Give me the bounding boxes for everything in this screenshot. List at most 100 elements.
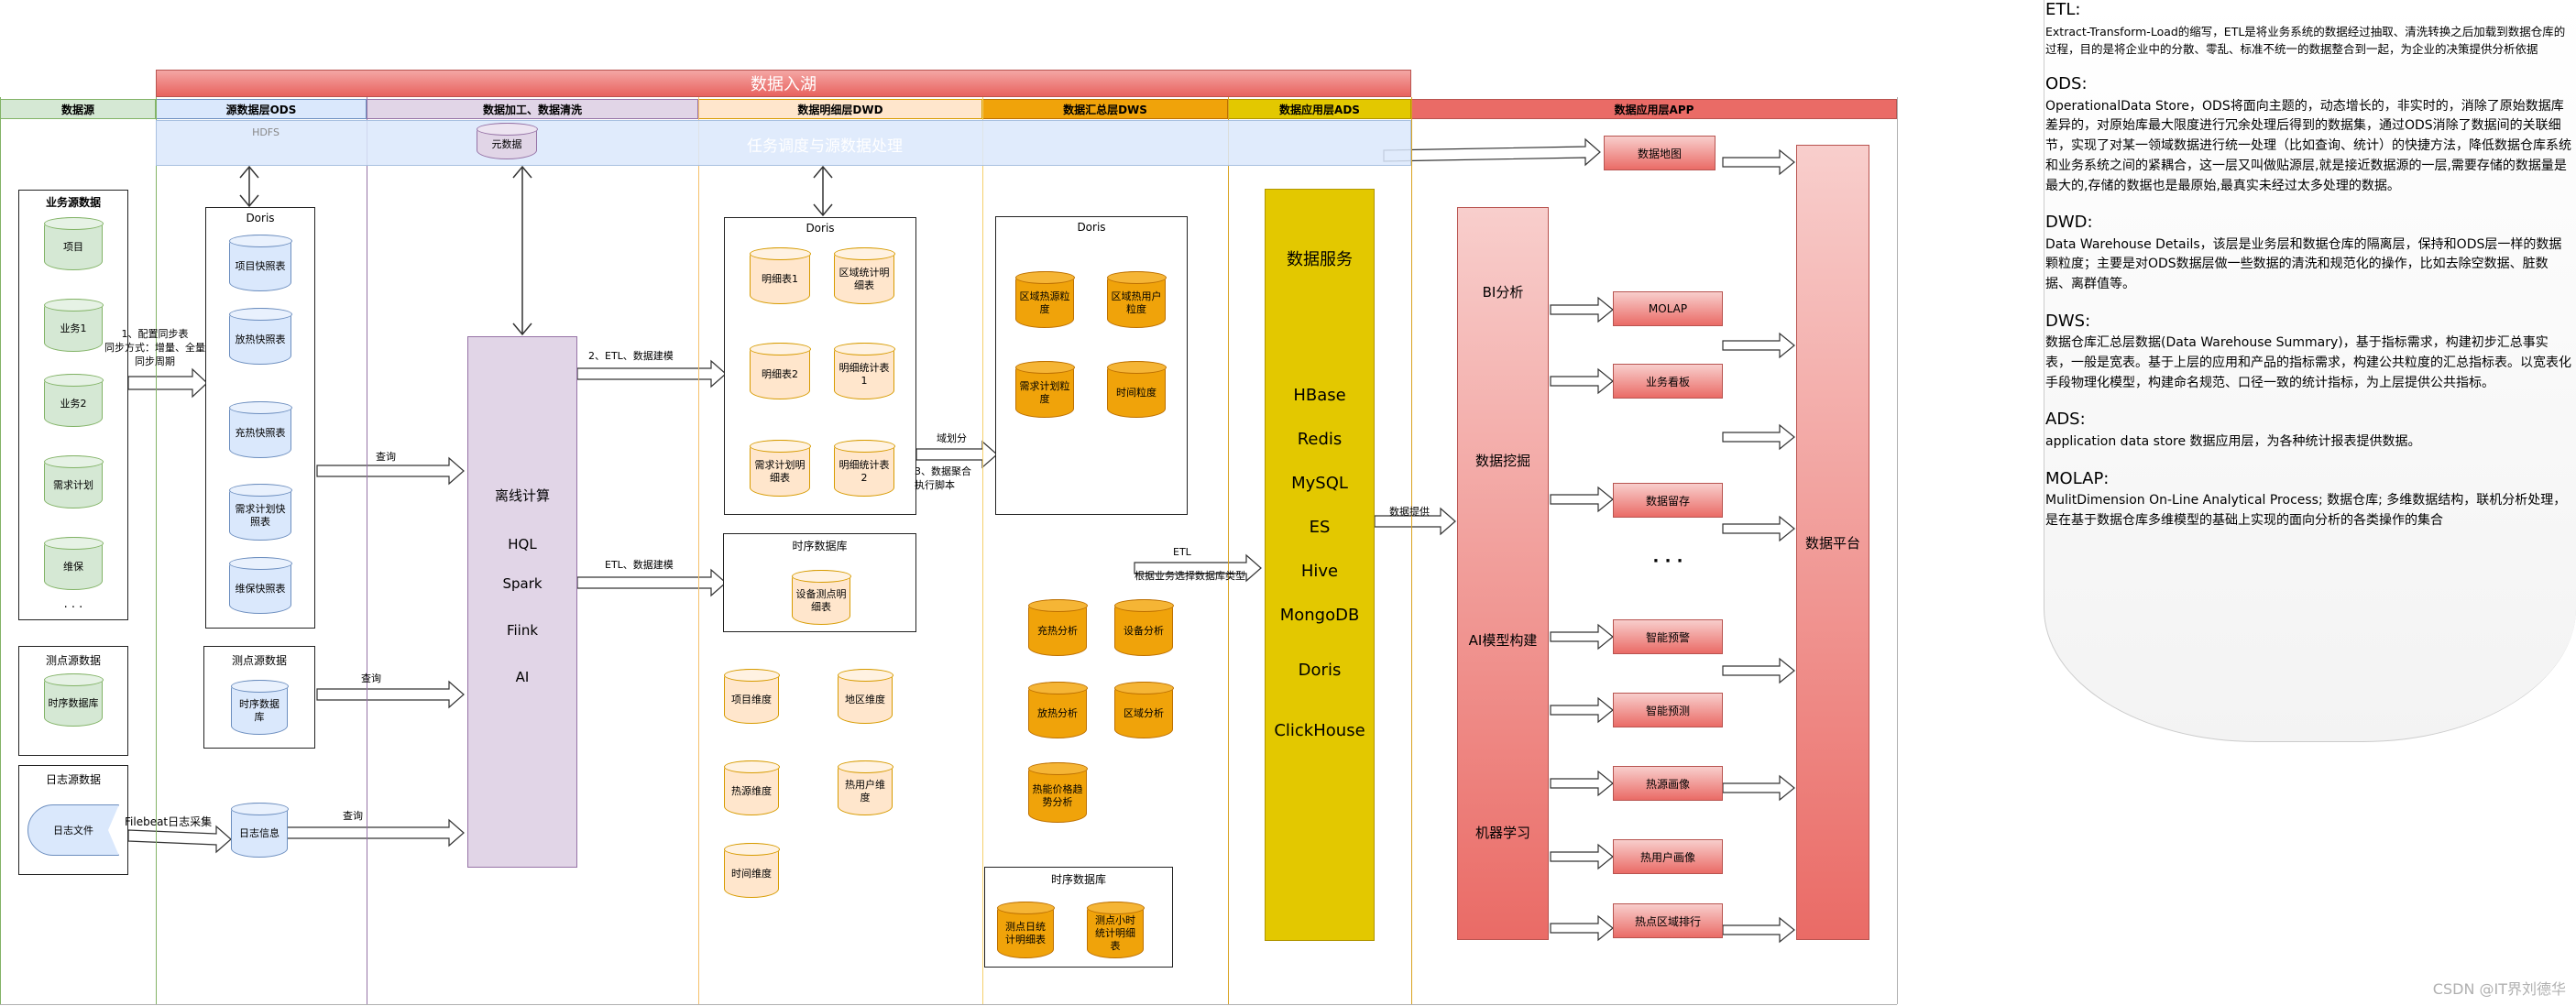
- query3-arrow: [285, 818, 465, 847]
- ods-item-maintenance: 维保快照表: [228, 556, 292, 614]
- data-service-title: 数据服务: [1287, 250, 1353, 269]
- dws-point-hourly: 测点小时统计明细表: [1086, 901, 1145, 958]
- ml-user-arrow: [1550, 843, 1614, 870]
- dwd-detail2: 明细表2: [749, 342, 811, 399]
- analysis-release: 放热分析: [1027, 681, 1088, 738]
- etl-note-label: 根据业务选择数据库类型: [1135, 570, 1245, 582]
- ods-doris-title: Doris: [246, 212, 275, 224]
- definitions-panel: [2044, 0, 2576, 742]
- etl-ads-arrow: [1134, 553, 1262, 583]
- def-molap: MOLAP: MulitDimension On-Line Analytical…: [2045, 468, 2567, 528]
- scheduler-bar: [156, 120, 1411, 166]
- col-divider: [982, 97, 983, 1004]
- def-dwd: DWD: Data Warehouse Details，该层是业务层和数据仓库的…: [2045, 213, 2562, 292]
- output-molap: MOLAP: [1613, 291, 1723, 326]
- filebeat-label: Filebeat日志采集: [125, 815, 213, 828]
- dws-timeseries-title: 时序数据库: [1050, 873, 1106, 886]
- ai-warn-arrow: [1550, 623, 1614, 651]
- col-divider: [156, 97, 157, 1004]
- data-service-box: 数据服务 HBase Redis MySQL ES Hive MongoDB D…: [1265, 189, 1375, 941]
- p2: [1722, 332, 1795, 359]
- dim-heat-user: 热用户维度: [837, 760, 893, 815]
- dim-heat-source: 热源维度: [723, 760, 780, 815]
- ods-item-demand: 需求计划快照表: [228, 483, 292, 541]
- dws-doris-title: Doris: [1077, 221, 1106, 234]
- source-timeseries-db: 时序数据库: [43, 672, 104, 727]
- mine-retain-arrow: [1550, 486, 1614, 513]
- output-hot-region-rank: 热点区域排行: [1613, 903, 1723, 938]
- output-heat-source-portrait: 热源画像: [1613, 766, 1723, 801]
- data-lake-title: 数据入湖: [751, 75, 817, 94]
- def-ads: ADS: application data store 数据应用层，为各种统计报…: [2045, 410, 2421, 449]
- source-item-maintenance: 维保: [43, 536, 104, 590]
- analysis-price-trend: 热能价格趋势分析: [1027, 761, 1088, 823]
- dwd-device-point: 设备测点明细表: [791, 569, 851, 625]
- bi-molap-arrow: [1550, 296, 1614, 323]
- dwd-demand-detail: 需求计划明细表: [749, 439, 811, 497]
- ods-points-title: 测点源数据: [231, 654, 287, 667]
- compute-hql: HQL: [508, 536, 537, 552]
- p1: [1722, 148, 1795, 176]
- etl2-arrow: [576, 568, 727, 597]
- output-data-retention: 数据留存: [1613, 483, 1723, 518]
- watermark: CSDN @IT界刘德华: [2432, 980, 2566, 998]
- def-dws: DWS: 数据仓库汇总层数据(Data Warehouse Summary)，基…: [2045, 311, 2571, 390]
- dwd-timeseries-title: 时序数据库: [792, 540, 848, 552]
- ods-hdfs-double-arrow: [239, 165, 259, 208]
- etl-label: ETL: [1173, 546, 1191, 558]
- log-file-shape: 日志文件: [27, 804, 119, 856]
- col-header-dws: 数据汇总层DWS: [982, 99, 1228, 119]
- dwd-detail1: 明细表1: [749, 246, 811, 304]
- domain-label: 域划分: [937, 432, 967, 444]
- output-data-map: 数据地图: [1604, 136, 1716, 170]
- col-header-dwd: 数据明细层DWD: [698, 99, 982, 119]
- source-item-project: 项目: [43, 216, 104, 270]
- ml-heat-arrow: [1550, 770, 1614, 797]
- sync-arrow: [127, 367, 208, 399]
- dwd-region-stat: 区域统计明细表: [833, 246, 895, 304]
- col-header-app: 数据应用层APP: [1411, 99, 1897, 119]
- p3: [1722, 423, 1795, 451]
- ml-rank-arrow: [1550, 914, 1614, 942]
- dim-region: 地区维度: [837, 668, 893, 724]
- compute-spark: Spark: [502, 575, 543, 592]
- def-ods: ODS: OperationalData Store，ODS将面向主题的，动态增…: [2045, 74, 2571, 193]
- sync-label: 1、配置同步表 同步方式：增量、全量 同步周期: [104, 328, 205, 367]
- analysis-charge: 充热分析: [1027, 598, 1088, 656]
- ods-item-project: 项目快照表: [228, 234, 292, 291]
- dim-project: 项目维度: [723, 668, 780, 724]
- ads-redis: Redis: [1297, 430, 1343, 449]
- dws-point-daily: 测点日统计明细表: [996, 901, 1055, 958]
- ods-log-info: 日志信息: [230, 802, 289, 858]
- dwd-doris-title: Doris: [806, 222, 835, 235]
- source-item-business2: 业务2: [43, 373, 104, 427]
- data-platform-box: 数据平台: [1796, 145, 1869, 940]
- bottom-line: [0, 1004, 1897, 1005]
- analysis-device: 设备分析: [1113, 598, 1174, 656]
- p5: [1722, 657, 1795, 684]
- ads-hive: Hive: [1300, 562, 1339, 581]
- ads-hbase: HBase: [1293, 386, 1346, 405]
- ads-mongodb: MongoDB: [1279, 606, 1360, 625]
- ads-es: ES: [1309, 518, 1331, 537]
- query1-arrow: [316, 456, 465, 486]
- ods-item-release: 放热快照表: [228, 307, 292, 365]
- aggregate-label: 3、数据聚合 执行脚本: [915, 465, 971, 491]
- source-item-business1: 业务1: [43, 298, 104, 352]
- query3-label: 查询: [343, 810, 363, 822]
- col-divider: [0, 97, 1, 1004]
- col-header-ads: 数据应用层ADS: [1228, 99, 1411, 119]
- category-bi: BI分析: [1482, 284, 1524, 301]
- dws-demand: 需求计划粒度: [1014, 360, 1075, 418]
- dwd-detail-stat1: 明细统计表1: [833, 342, 895, 399]
- filebeat-arrow: [127, 825, 232, 854]
- source-item-demand: 需求计划: [43, 454, 104, 508]
- business-source-title: 业务源数据: [45, 196, 101, 209]
- metadata-cylinder: 元数据: [476, 122, 538, 159]
- col-divider: [1228, 97, 1229, 1004]
- meta-proc-double-arrow: [512, 165, 532, 336]
- provide-arrow: [1374, 507, 1456, 536]
- col-divider: [1897, 97, 1898, 1004]
- dws-time: 时间粒度: [1106, 360, 1167, 418]
